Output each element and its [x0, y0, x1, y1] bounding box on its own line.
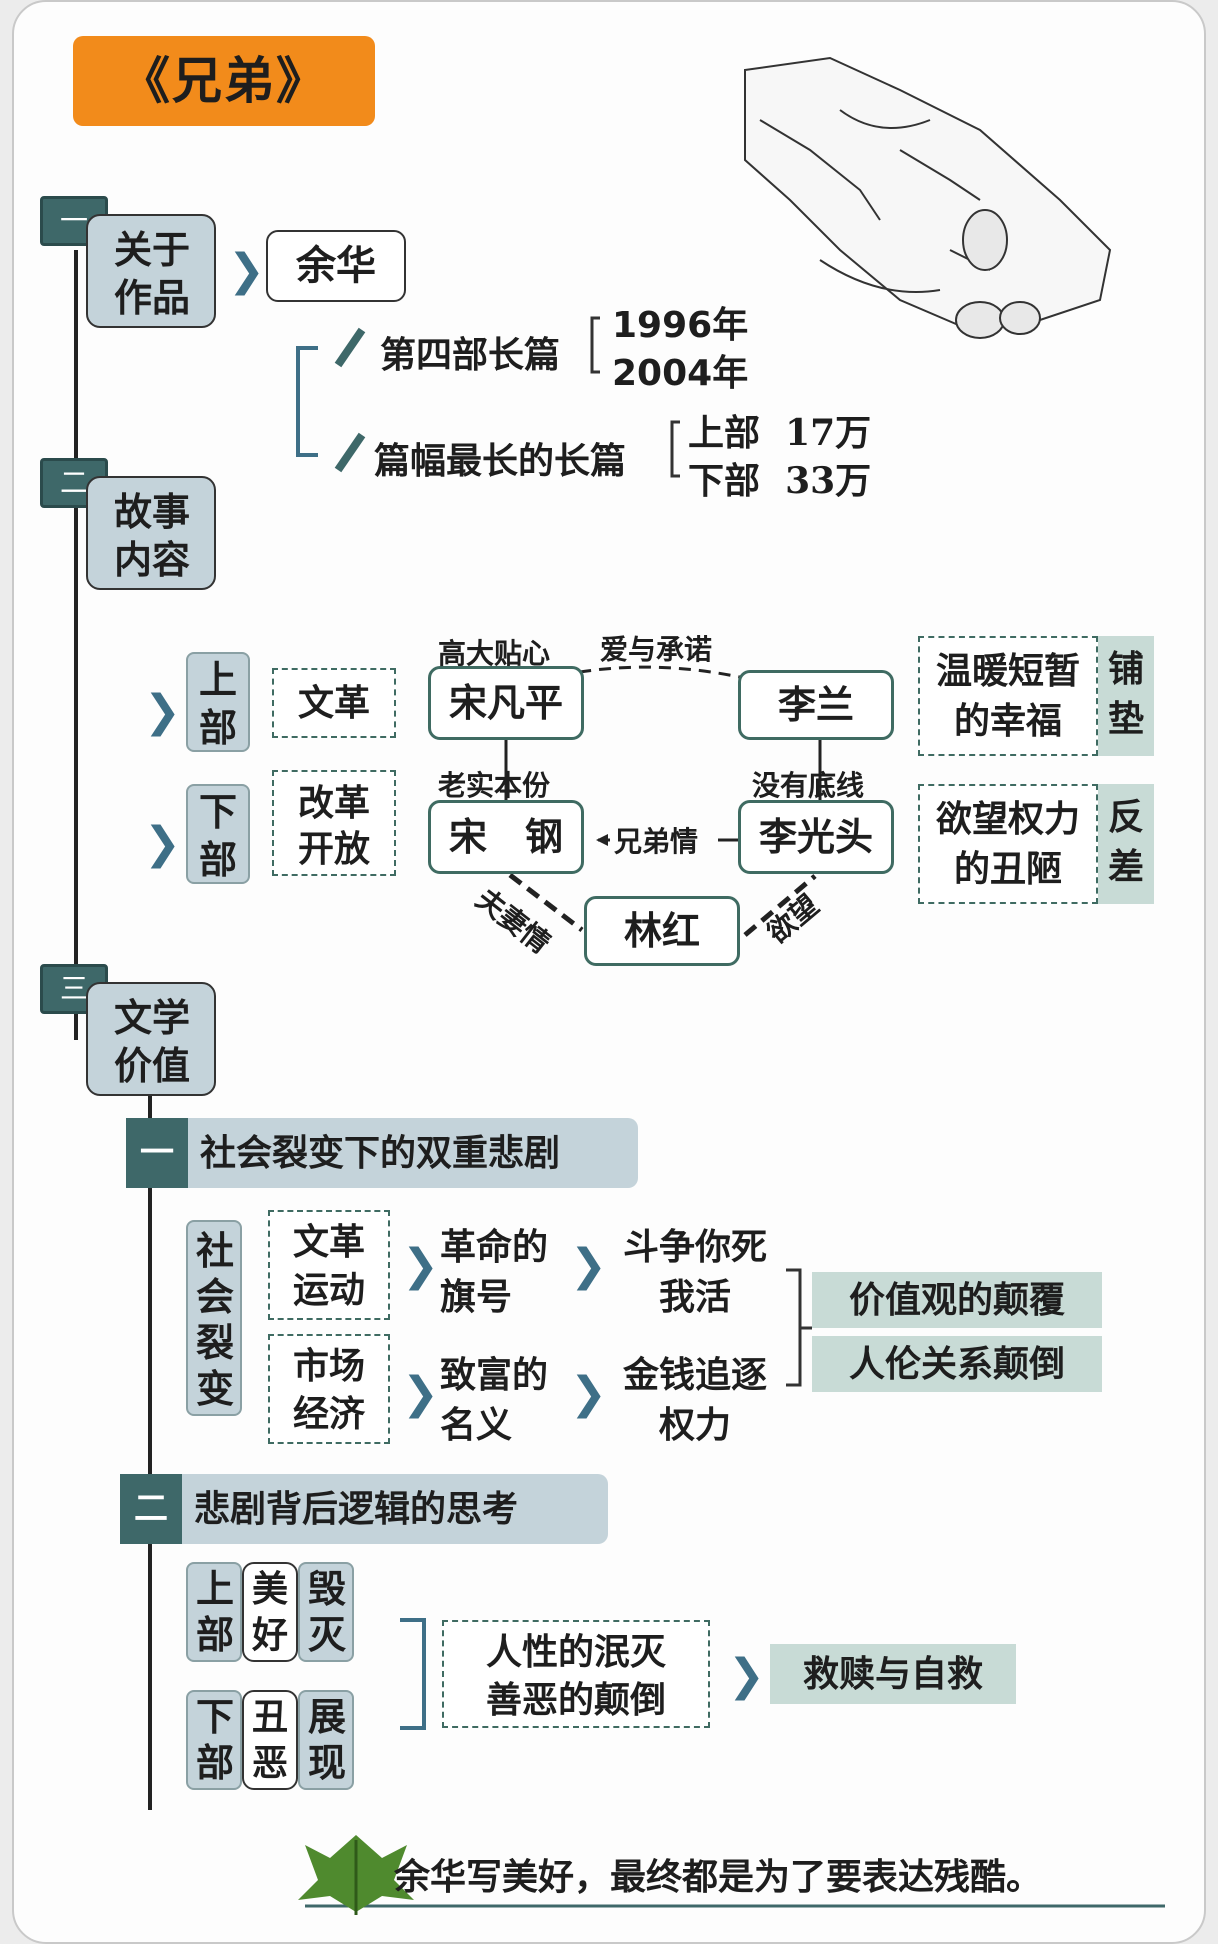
warm-box: 温暖短暂的幸福 [918, 636, 1098, 756]
jiushu-box: 救赎与自救 [770, 1644, 1016, 1704]
warm-tag: 铺垫 [1098, 636, 1154, 756]
social-split-tag: 社会裂变 [186, 1220, 242, 1416]
chevron-right-icon: ❯ [570, 1240, 607, 1291]
subhead-social-split: 一 社会裂变下的双重悲剧 [126, 1118, 638, 1188]
page-title: 《兄弟》 [73, 36, 375, 126]
chou-e-box: 丑恶 [242, 1690, 298, 1790]
chevron-right-icon: ❯ [144, 818, 181, 869]
char-li-guangtou: 李光头 [738, 800, 894, 874]
section-label-text: 故事内容 [114, 489, 191, 582]
renlun-box: 人伦关系颠倒 [812, 1336, 1102, 1392]
chevron-right-icon: ❯ [570, 1368, 607, 1419]
part-down-length: 下部 33万 [688, 460, 872, 502]
char-song-gang: 宋 钢 [428, 800, 584, 874]
shangbu-tag: 上部 [186, 1562, 242, 1662]
zhanxian-tag: 展现 [298, 1690, 354, 1790]
rel-laoshi: 老实本份 [438, 769, 551, 802]
part-down-tag: 下部 [186, 784, 250, 884]
jinqian-text: 金钱追逐权力 [622, 1354, 767, 1446]
part-up-tag: 上部 [186, 652, 250, 752]
section-label-story: 故事内容 [86, 476, 216, 590]
char-lin-hong: 林红 [584, 896, 740, 966]
huimie-tag: 毁灭 [298, 1562, 354, 1662]
handshake-illustration [744, 56, 1112, 339]
ugly-tag: 反差 [1098, 784, 1154, 904]
part-down-text: 下部 [198, 789, 237, 882]
meihao-box: 美好 [242, 1562, 298, 1662]
year-1996: 1996年 [612, 305, 749, 346]
section-label-about: 关于作品 [86, 214, 216, 328]
shane-text: 善恶的颠倒 [485, 1679, 666, 1721]
rel-meiyou: 没有底线 [752, 769, 865, 802]
zhifu-text: 致富的名义 [440, 1354, 549, 1446]
era-up-box: 文革 [272, 668, 396, 738]
year-2004: 2004年 [612, 353, 749, 394]
chevron-right-icon: ❯ [402, 1240, 439, 1291]
section-label-value: 文学价值 [86, 982, 216, 1096]
part-up-text: 上部 [198, 657, 237, 750]
author-box: 余华 [266, 230, 406, 302]
subhead-text: 社会裂变下的双重悲剧 [200, 1132, 561, 1174]
jiazhi-box: 价值观的颠覆 [812, 1272, 1102, 1328]
wenge-box: 文革运动 [268, 1210, 390, 1320]
leaf-icon [298, 1835, 414, 1915]
char-song-fanping: 宋凡平 [428, 666, 584, 740]
geming-text: 革命的旗号 [440, 1226, 549, 1318]
part-up-length: 上部 17万 [688, 412, 872, 454]
fourth-novel-label: 第四部长篇 [380, 334, 561, 376]
chevron-right-icon: ❯ [728, 1650, 765, 1701]
rel-aiyu: 爱与承诺 [600, 633, 713, 666]
chevron-right-icon: ❯ [228, 245, 265, 296]
era-down-box: 改革开放 [272, 770, 396, 876]
douzheng-text: 斗争你死我活 [622, 1226, 767, 1318]
subhead-number: 二 [120, 1474, 182, 1544]
chevron-right-icon: ❯ [402, 1368, 439, 1419]
chevron-right-icon: ❯ [144, 686, 181, 737]
ugly-box: 欲望权力的丑陋 [918, 784, 1098, 904]
shichang-box: 市场经济 [268, 1334, 390, 1444]
char-li-lan: 李兰 [738, 670, 894, 740]
renxing-box: 人性的泯灭 善恶的颠倒 [442, 1620, 710, 1728]
subhead-tragedy-logic: 二 悲剧背后逻辑的思考 [120, 1474, 608, 1544]
subhead-text: 悲剧背后逻辑的思考 [194, 1488, 519, 1530]
rel-gaoda: 高大贴心 [438, 637, 551, 670]
longest-novel-label: 篇幅最长的长篇 [374, 440, 627, 482]
footer-quote: 余华写美好，最终都是为了要表达残酷。 [394, 1856, 1043, 1898]
renxing-text: 人性的泯灭 [485, 1631, 666, 1673]
section-label-text: 关于作品 [114, 227, 191, 320]
subhead-number: 一 [126, 1118, 188, 1188]
section-label-text: 文学价值 [114, 995, 191, 1088]
xiabu-tag: 下部 [186, 1690, 242, 1790]
rel-xiongdi: 兄弟情 [614, 825, 699, 858]
